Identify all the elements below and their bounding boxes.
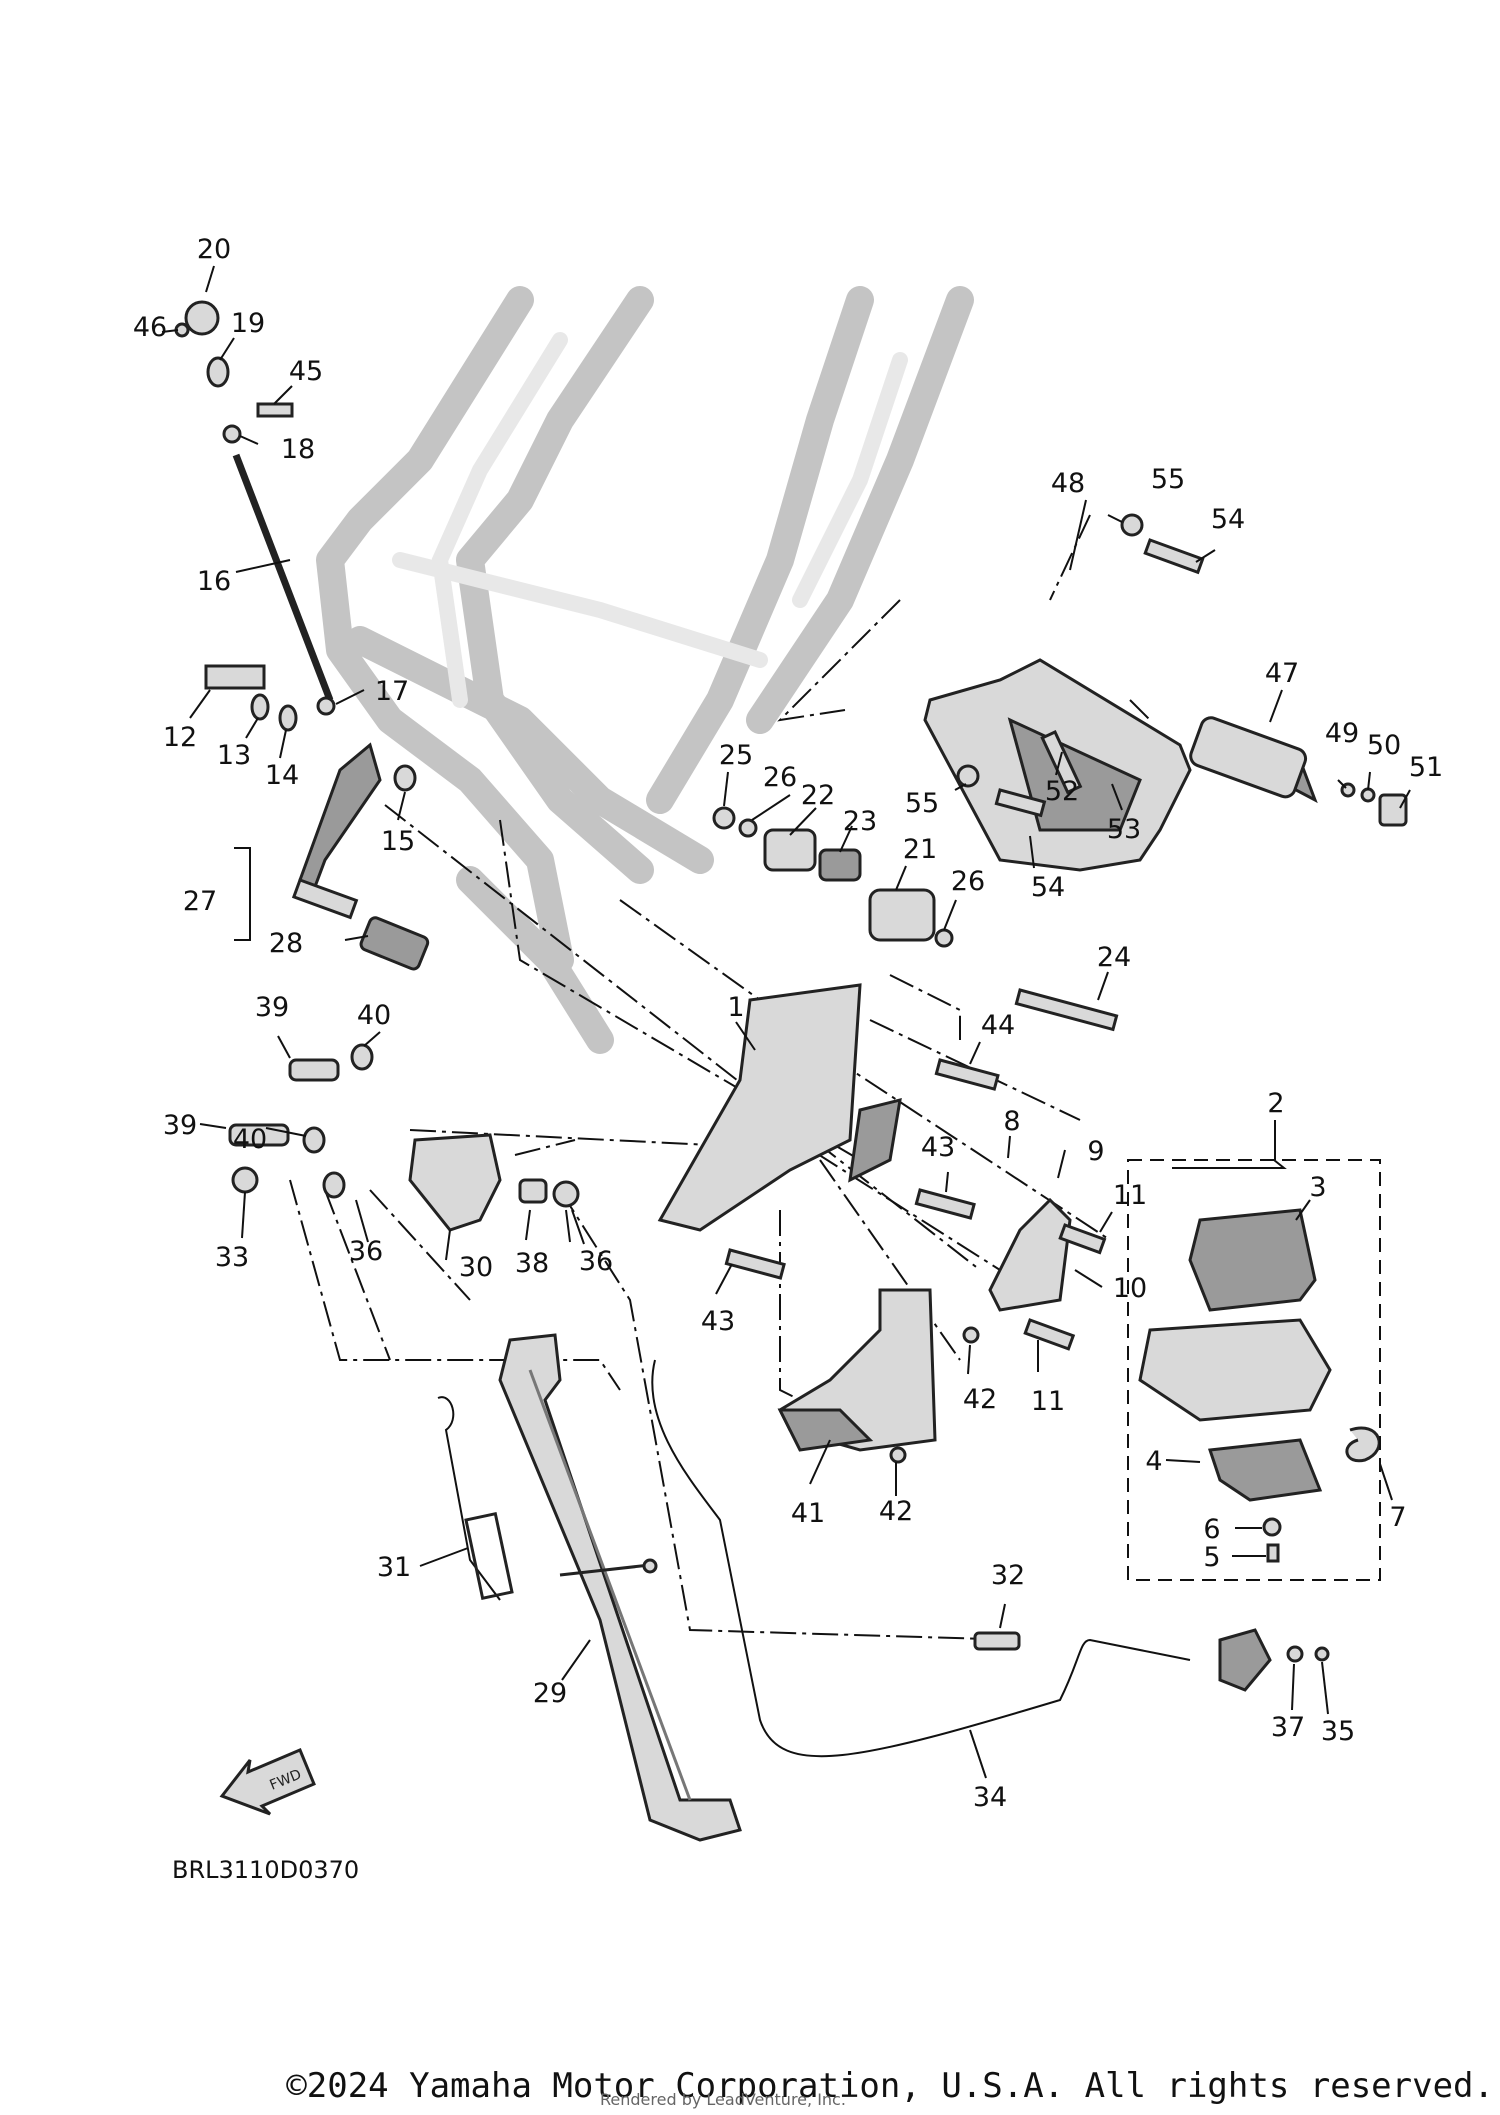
callout-23: 23 bbox=[843, 806, 877, 837]
callout-48: 48 bbox=[1051, 468, 1085, 499]
callout-42: 42 bbox=[963, 1384, 997, 1415]
callout-43: 43 bbox=[921, 1132, 955, 1163]
callout-41: 41 bbox=[791, 1498, 825, 1529]
callout-24: 24 bbox=[1097, 942, 1131, 973]
callout-45: 45 bbox=[289, 356, 323, 387]
callout-44: 44 bbox=[981, 1010, 1015, 1041]
callout-30: 30 bbox=[459, 1252, 493, 1283]
callout-1: 1 bbox=[727, 992, 744, 1023]
callout-46: 46 bbox=[133, 312, 167, 343]
callout-26b: 26 bbox=[951, 866, 985, 897]
callout-39b: 39 bbox=[163, 1110, 197, 1141]
callout-6: 6 bbox=[1203, 1514, 1220, 1545]
callout-labels: 1 2 3 4 5 6 7 8 9 10 11 11 12 13 14 15 1… bbox=[133, 234, 1443, 1884]
callout-39: 39 bbox=[255, 992, 289, 1023]
footpeg-assembly-box bbox=[1127, 1159, 1381, 1581]
callout-50: 50 bbox=[1367, 730, 1401, 761]
callout-53: 53 bbox=[1107, 814, 1141, 845]
callout-29: 29 bbox=[533, 1678, 567, 1709]
callout-54: 54 bbox=[1211, 504, 1245, 535]
callout-22: 22 bbox=[801, 780, 835, 811]
callout-15: 15 bbox=[381, 826, 415, 857]
callout-9: 9 bbox=[1087, 1136, 1104, 1167]
callout-37: 37 bbox=[1271, 1712, 1305, 1743]
callout-35: 35 bbox=[1321, 1716, 1355, 1747]
callout-10: 10 bbox=[1113, 1273, 1147, 1304]
callout-32: 32 bbox=[991, 1560, 1025, 1591]
callout-28: 28 bbox=[269, 928, 303, 959]
render-credit: Rendered by LeadVenture, Inc. bbox=[600, 2090, 846, 2109]
callout-3: 3 bbox=[1309, 1172, 1326, 1203]
callout-36: 36 bbox=[349, 1236, 383, 1267]
lead-lines bbox=[161, 265, 1411, 1779]
callout-27: 27 bbox=[183, 886, 217, 917]
callout-21: 21 bbox=[903, 834, 937, 865]
callout-5: 5 bbox=[1203, 1542, 1220, 1573]
callout-55b: 55 bbox=[905, 788, 939, 819]
callout-54b: 54 bbox=[1031, 872, 1065, 903]
callout-52: 52 bbox=[1045, 776, 1079, 807]
callout-8: 8 bbox=[1003, 1106, 1020, 1137]
callout-31: 31 bbox=[377, 1552, 411, 1583]
callout-38: 38 bbox=[515, 1248, 549, 1279]
callout-55: 55 bbox=[1151, 464, 1185, 495]
callout-47: 47 bbox=[1265, 658, 1299, 689]
callout-51: 51 bbox=[1409, 752, 1443, 783]
callout-14: 14 bbox=[265, 760, 299, 791]
callout-43b: 43 bbox=[701, 1306, 735, 1337]
callout-36b: 36 bbox=[579, 1246, 613, 1277]
callout-34: 34 bbox=[973, 1782, 1007, 1813]
callout-11: 11 bbox=[1113, 1180, 1147, 1211]
callout-42b: 42 bbox=[879, 1496, 913, 1527]
callout-40b: 40 bbox=[233, 1124, 267, 1155]
callout-4: 4 bbox=[1145, 1446, 1162, 1477]
callout-13: 13 bbox=[217, 740, 251, 771]
callout-18: 18 bbox=[281, 434, 315, 465]
callout-7: 7 bbox=[1389, 1502, 1406, 1533]
frame-illustration bbox=[316, 286, 974, 1054]
callout-12: 12 bbox=[163, 722, 197, 753]
callout-26: 26 bbox=[763, 762, 797, 793]
callout-49: 49 bbox=[1325, 718, 1359, 749]
callout-17: 17 bbox=[375, 676, 409, 707]
callout-11b: 11 bbox=[1031, 1386, 1065, 1417]
callout-2: 2 bbox=[1267, 1088, 1284, 1119]
callout-40: 40 bbox=[357, 1000, 391, 1031]
diagram-code: BRL3110D0370 bbox=[172, 1856, 359, 1884]
parts bbox=[174, 300, 1408, 1842]
callout-33: 33 bbox=[215, 1242, 249, 1273]
callout-19: 19 bbox=[231, 308, 265, 339]
copyright-notice: ©2024 Yamaha Motor Corporation, U.S.A. A… bbox=[286, 2066, 1494, 2106]
callout-25: 25 bbox=[719, 740, 753, 771]
callout-16: 16 bbox=[197, 566, 231, 597]
callout-20: 20 bbox=[197, 234, 231, 265]
